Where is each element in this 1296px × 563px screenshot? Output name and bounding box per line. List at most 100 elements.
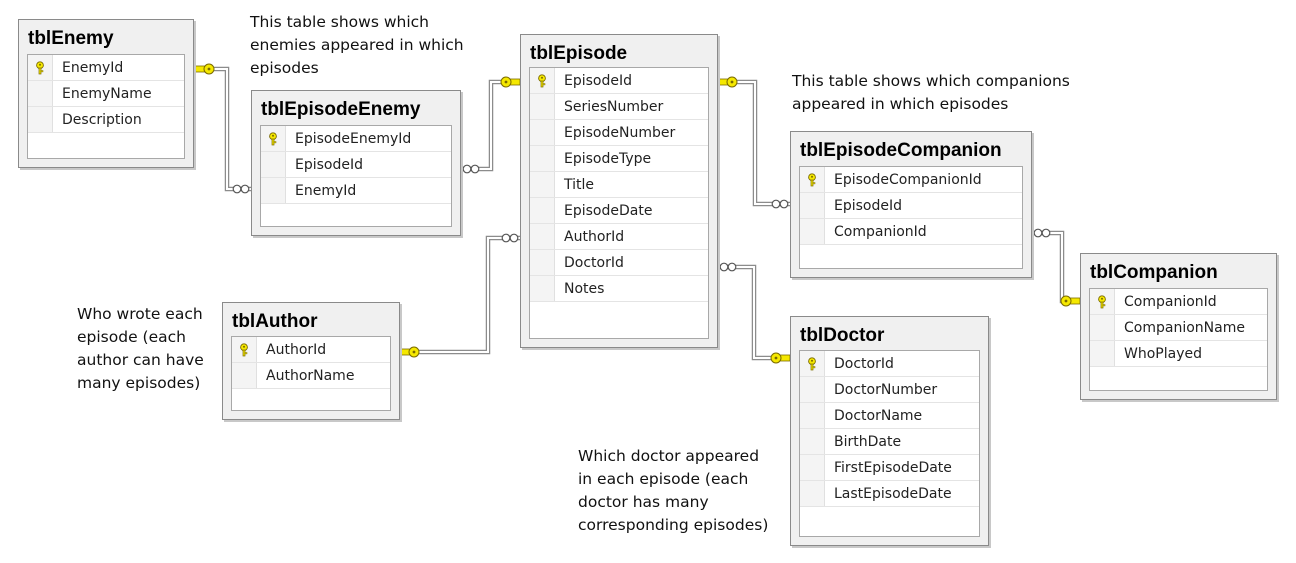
column-name: EpisodeEnemyId — [295, 131, 412, 147]
row-selector — [530, 224, 555, 249]
column-row[interactable]: EpisodeCompanionId — [800, 167, 1022, 193]
column-row[interactable]: DoctorId — [800, 351, 979, 377]
column-name: BirthDate — [834, 434, 902, 450]
one-end-key-hole — [207, 67, 211, 71]
row-selector — [530, 250, 555, 275]
row-selector — [232, 337, 257, 362]
rel-episode-episodeenemy[interactable] — [461, 76, 521, 174]
many-end-infinity-icon — [501, 233, 511, 243]
column-row[interactable]: EnemyId — [261, 178, 451, 204]
table-title: tblEnemy — [28, 28, 114, 49]
column-row[interactable]: Description — [28, 107, 184, 133]
column-row[interactable]: LastEpisodeDate — [800, 481, 979, 507]
rel-enemy-episodeenemy[interactable] — [194, 63, 251, 194]
primary-key-icon — [36, 61, 44, 75]
column-name: DoctorId — [564, 255, 624, 271]
row-selector — [800, 455, 825, 480]
column-row[interactable]: Notes — [530, 276, 708, 302]
primary-key-icon — [808, 357, 816, 371]
column-row[interactable]: EpisodeId — [530, 68, 708, 94]
column-name: EpisodeDate — [564, 203, 653, 219]
row-selector — [800, 193, 825, 218]
one-end-key-hole — [504, 80, 508, 84]
note-line: Which doctor appeared — [578, 447, 760, 465]
column-row[interactable]: DoctorNumber — [800, 377, 979, 403]
note-line: This table shows which companions — [792, 72, 1070, 90]
column-row[interactable]: EpisodeNumber — [530, 120, 708, 146]
note-line: many episodes) — [77, 374, 201, 392]
column-row[interactable]: Title — [530, 172, 708, 198]
column-name: AuthorId — [564, 229, 625, 245]
column-name: WhoPlayed — [1124, 346, 1202, 362]
rel-episode-episodecompanion[interactable] — [717, 76, 790, 209]
many-end-infinity-icon — [462, 164, 472, 174]
row-selector — [800, 429, 825, 454]
primary-key-icon — [808, 173, 816, 187]
many-end-infinity-icon — [232, 184, 242, 194]
connector-line-inner — [1032, 232, 1080, 302]
column-name: DoctorName — [834, 408, 923, 424]
column-name: Title — [564, 177, 595, 193]
row-selector — [28, 55, 53, 80]
column-row[interactable]: DoctorId — [530, 250, 708, 276]
connector-line-inner — [195, 68, 251, 190]
column-row[interactable]: BirthDate — [800, 429, 979, 455]
many-end-infinity-icon — [719, 262, 729, 272]
column-row[interactable]: FirstEpisodeDate — [800, 455, 979, 481]
note-line: appeared in which episodes — [792, 95, 1009, 113]
column-row[interactable]: EpisodeDate — [530, 198, 708, 224]
table-title: tblEpisodeCompanion — [800, 140, 1002, 161]
column-row[interactable]: AuthorName — [232, 363, 390, 389]
rel-author-episode[interactable] — [399, 233, 520, 358]
connector-line-inner — [718, 266, 790, 359]
column-row[interactable]: WhoPlayed — [1090, 341, 1267, 367]
note-line: episode (each — [77, 328, 186, 346]
row-selector — [28, 107, 53, 132]
row-selector — [800, 167, 825, 192]
row-selector — [800, 351, 825, 376]
column-name: EpisodeId — [564, 73, 632, 89]
column-row[interactable]: SeriesNumber — [530, 94, 708, 120]
rel-companion-episodecompanion[interactable] — [1032, 228, 1081, 307]
column-row[interactable]: CompanionName — [1090, 315, 1267, 341]
column-name: EpisodeId — [834, 198, 902, 214]
many-end-infinity-icon-loop — [509, 233, 519, 243]
column-row[interactable]: DoctorName — [800, 403, 979, 429]
row-selector — [1090, 315, 1115, 340]
column-row[interactable]: EnemyId — [28, 55, 184, 81]
column-name: EpisodeNumber — [564, 125, 676, 141]
one-end-key-hole — [412, 350, 416, 354]
column-row[interactable]: AuthorId — [530, 224, 708, 250]
column-row[interactable]: CompanionId — [1090, 289, 1267, 315]
row-selector — [530, 94, 555, 119]
column-row[interactable]: EpisodeEnemyId — [261, 126, 451, 152]
column-row[interactable]: EpisodeId — [800, 193, 1022, 219]
column-name: EpisodeCompanionId — [834, 172, 982, 188]
row-selector — [530, 68, 555, 93]
row-selector — [1090, 289, 1115, 314]
column-row[interactable]: EpisodeId — [261, 152, 451, 178]
column-name: LastEpisodeDate — [834, 486, 952, 502]
column-name: CompanionId — [834, 224, 927, 240]
rel-doctor-episode[interactable] — [718, 262, 791, 364]
column-row[interactable]: AuthorId — [232, 337, 390, 363]
one-end-key-hole — [730, 80, 734, 84]
column-name: FirstEpisodeDate — [834, 460, 952, 476]
column-row[interactable]: EnemyName — [28, 81, 184, 107]
column-row[interactable]: EpisodeType — [530, 146, 708, 172]
note-line: doctor has many — [578, 493, 709, 511]
column-name: Description — [62, 112, 142, 128]
column-row[interactable]: CompanionId — [800, 219, 1022, 245]
